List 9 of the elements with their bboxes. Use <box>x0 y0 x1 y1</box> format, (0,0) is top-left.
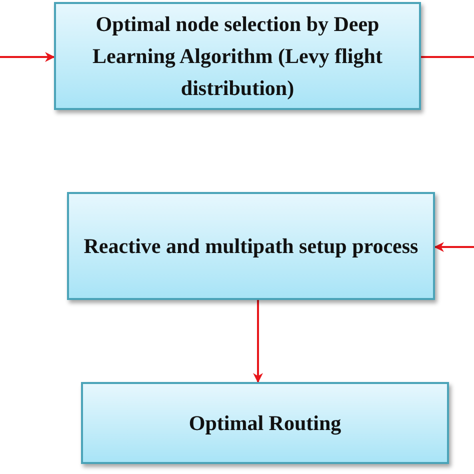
box-text: Optimal node selection by Deep Learning Algorithm (Levy flight distribution) <box>92 11 384 102</box>
process-box <box>54 2 421 110</box>
box-text: Optimal Routing <box>188 410 342 437</box>
process-box <box>81 382 449 464</box>
arrow <box>434 242 474 252</box>
process-box <box>67 192 435 300</box>
box-text: Reactive and multipath setup process <box>84 233 418 260</box>
arrow <box>0 52 55 62</box>
arrow <box>253 300 263 383</box>
